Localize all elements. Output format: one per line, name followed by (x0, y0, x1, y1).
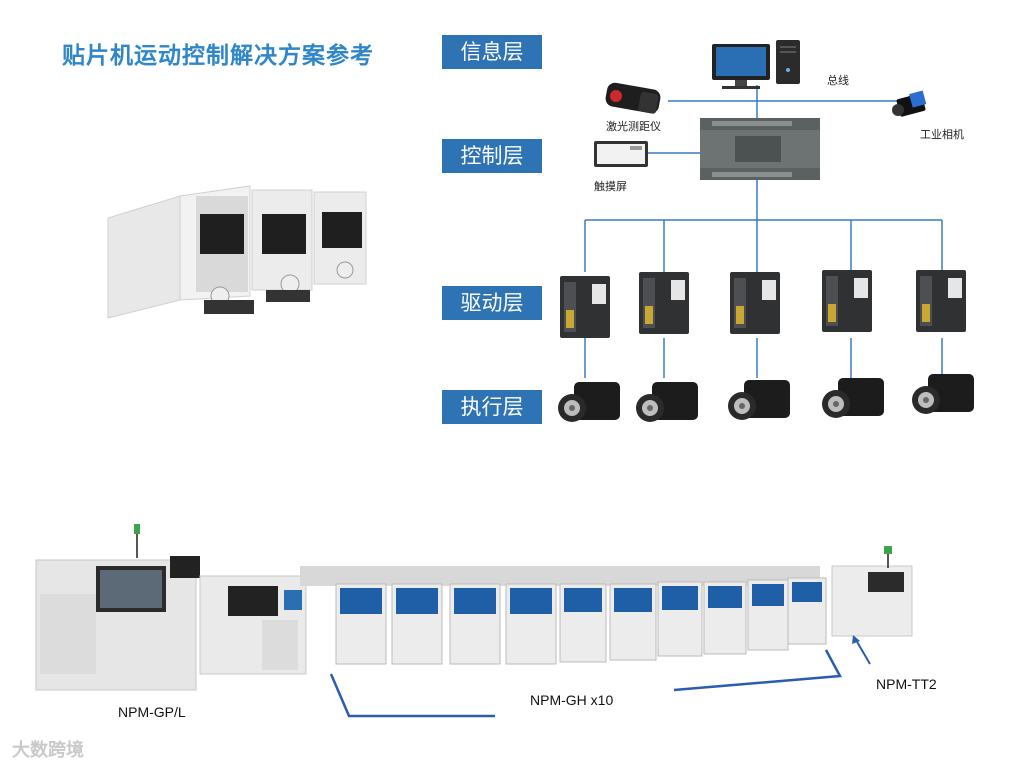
watermark-text: 大数跨境 (12, 736, 84, 762)
production-line-image (36, 524, 912, 716)
npm-gh-modules (300, 566, 826, 664)
pick-and-place-machine-image (108, 186, 366, 318)
servo-drive-3 (730, 272, 780, 334)
servo-drive-4 (822, 270, 872, 332)
bus-label: 总线 (827, 72, 849, 88)
servo-drive-1 (560, 276, 610, 338)
servo-drive-5 (916, 270, 966, 332)
servo-motor-3 (728, 380, 790, 420)
servo-motor-4 (822, 378, 884, 418)
npm-tt2-label: NPM-TT2 (876, 676, 937, 692)
industrial-camera-label: 工业相机 (920, 126, 964, 142)
servo-drive-2 (639, 272, 689, 334)
servo-drive-icons (560, 270, 966, 338)
servo-motor-5 (912, 374, 974, 414)
servo-motor-1 (558, 382, 620, 422)
computer-icon (712, 40, 800, 89)
touchscreen-icon (594, 141, 648, 167)
plc-controller-icon (700, 118, 820, 180)
npm-gp-label: NPM-GP/L (118, 704, 186, 720)
laser-rangefinder-icon (604, 81, 661, 114)
industrial-camera-icon (892, 90, 926, 117)
npm-gh-label: NPM-GH x10 (530, 692, 613, 708)
servo-motor-2 (636, 382, 698, 422)
laser-rangefinder-label: 激光测距仪 (606, 118, 661, 134)
touchscreen-label: 触摸屏 (594, 178, 627, 194)
servo-motor-icons (558, 374, 974, 422)
